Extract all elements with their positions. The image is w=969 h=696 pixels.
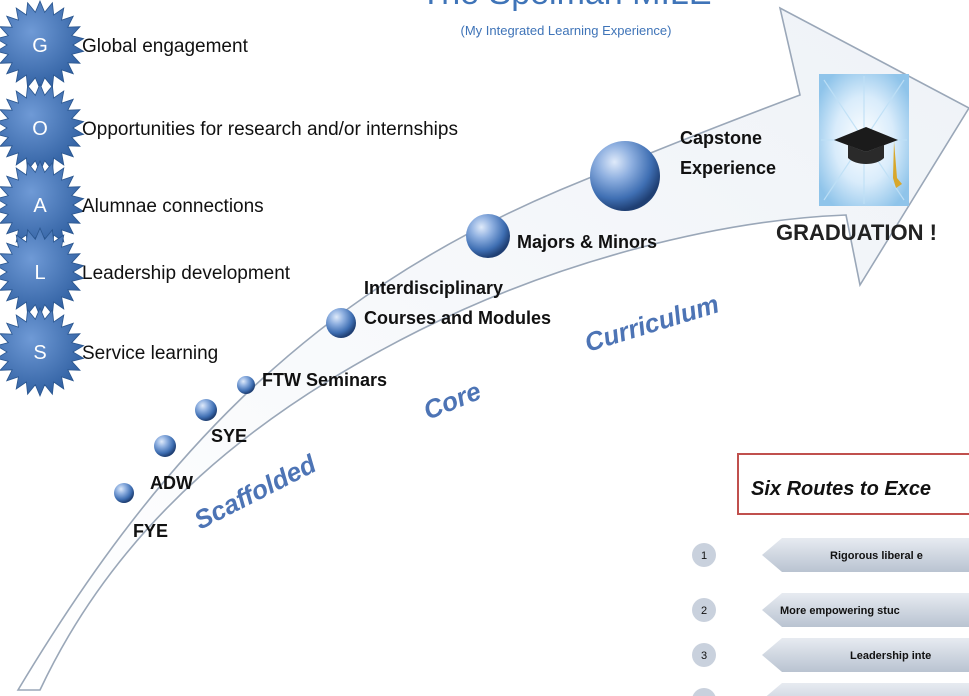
ftw-label: FTW Seminars [262, 370, 387, 390]
route-text: More empowering stuc [780, 605, 900, 617]
goal-letter: O [32, 118, 48, 140]
route-text: Leadership inte [850, 650, 931, 662]
ftw-sphere-icon [237, 376, 255, 394]
goal-letter: G [32, 35, 48, 57]
capstone-sphere-icon [590, 141, 660, 211]
route-number: 3 [701, 650, 707, 662]
route-number-badge [692, 598, 716, 622]
goal-letter: S [33, 342, 46, 364]
route-item: 2 More empowering stuc [692, 593, 969, 627]
route-number-badge [692, 543, 716, 567]
interdisciplinary-label-line1: Interdisciplinary [364, 278, 503, 298]
goal-item: O Opportunities for research and/or inter… [0, 82, 458, 174]
page-subtitle: (My Integrated Learning Experience) [460, 23, 671, 38]
page-title: The Spelman MILE [420, 0, 711, 12]
graduation-label: GRADUATION ! [776, 220, 937, 245]
route-chevron [766, 683, 969, 696]
goal-text: Alumnae connections [82, 196, 264, 217]
goal-text: Opportunities for research and/or intern… [82, 119, 458, 140]
capstone-label-line1: Capstone [680, 128, 762, 148]
route-number: 2 [701, 605, 707, 617]
routes-title-box [737, 453, 969, 515]
route-chevron [762, 638, 969, 672]
graduation-cap-icon [819, 74, 909, 206]
goal-text: Service learning [82, 343, 218, 364]
route-item: 1 Rigorous liberal e [692, 538, 969, 572]
route-number: 1 [701, 550, 707, 562]
goal-text: Leadership development [82, 263, 291, 284]
route-number-badge [692, 688, 716, 696]
routes-list: 1 Rigorous liberal e 2 More empowering stuc… [692, 538, 969, 696]
goal-letter: L [34, 262, 45, 284]
adw-label: ADW [150, 473, 193, 493]
route-chevron [762, 593, 969, 627]
milestone-spheres [114, 141, 660, 503]
sye-label: SYE [211, 426, 247, 446]
fye-label: FYE [133, 521, 168, 541]
majors-sphere-icon [466, 214, 510, 258]
route-item: 4Inquiry, reflection, col [692, 683, 969, 696]
goal-item: G Global engagement [0, 0, 249, 91]
route-chevron [762, 538, 969, 572]
goal-item: A Alumnae connections [0, 159, 264, 251]
goal-item: S Service learning [0, 306, 218, 398]
milestone-labels: FYE ADW SYE FTW Seminars Interdisciplina… [133, 128, 776, 541]
majors-label: Majors & Minors [517, 232, 657, 252]
starburst-badge-icon [0, 306, 85, 398]
goal-item: L Leadership development [0, 226, 291, 318]
goal-letter: A [33, 195, 47, 217]
interdisciplinary-sphere-icon [326, 308, 356, 338]
routes-title: Six Routes to Exce [751, 478, 931, 500]
stage-core: Core [419, 376, 485, 426]
route-text: Rigorous liberal e [830, 550, 923, 562]
capstone-label-line2: Experience [680, 158, 776, 178]
route-number-badge [692, 643, 716, 667]
adw-sphere-icon [154, 435, 176, 457]
growth-arrow [16, 6, 969, 691]
stage-curriculum: Curriculum [581, 289, 722, 358]
route-item: 3 Leadership inte [692, 638, 969, 672]
sye-sphere-icon [195, 399, 217, 421]
fye-sphere-icon [114, 483, 134, 503]
interdisciplinary-label-line2: Courses and Modules [364, 308, 551, 328]
goal-text: Global engagement [82, 36, 249, 57]
